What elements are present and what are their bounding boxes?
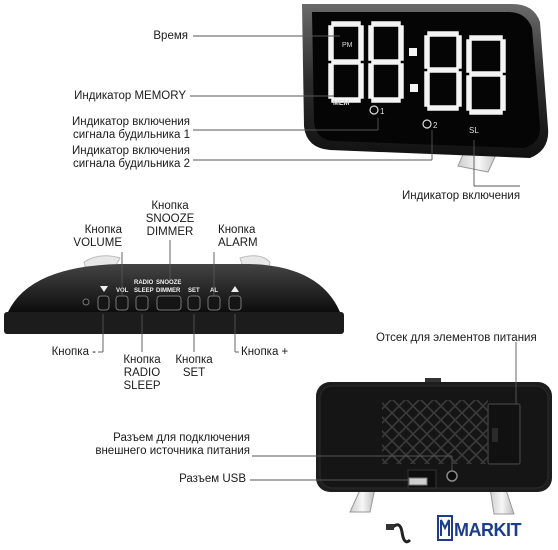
label-power-indicator: Индикатор включения [402,190,521,202]
panel-text-sleep: SLEEP [134,288,154,294]
panel-text-set: SET [188,288,200,294]
button-radio-sleep[interactable] [135,295,149,311]
panel-mic-hole [82,298,90,306]
button-snooze-dimmer[interactable] [156,295,182,311]
plus-triangle-icon [231,286,239,292]
sl-indicator: SL [469,126,479,135]
minus-triangle-icon [100,286,108,292]
label-alarm1: Индикатор включения сигнала будильника 1 [40,116,190,142]
label-minus: Кнопка - [51,346,96,358]
label-usb: Разъем USB [179,473,246,485]
panel-top-surface [8,264,340,312]
label-power-jack-line2: внешнего источника питания [95,445,250,457]
svg-text:1: 1 [380,107,385,116]
button-minus[interactable] [97,295,110,311]
label-snooze-line2: SNOOZE [145,213,195,225]
label-power-jack-line1: Разъем для подключения [113,432,250,444]
label-alarm-line1: Кнопка [218,224,256,236]
button-alarm[interactable] [207,295,221,311]
markit-logo: MARKIT [437,515,522,541]
label-battery: Отсек для элементов питания [376,332,537,344]
back-view [316,378,552,515]
power-jack [446,470,458,482]
panel-text-dimmer: DIMMER [156,288,181,294]
colon-bottom [410,84,418,92]
label-volume-line2: VOLUME [73,237,122,249]
label-alarm-line2: ALARM [218,237,258,249]
speaker-grill [382,400,488,464]
label-alarm: Кнопка ALARM [218,224,278,250]
back-top-button [425,378,441,384]
label-radio-line1: Кнопка [123,354,161,366]
label-snooze: Кнопка SNOOZE DIMMER [138,200,202,239]
colon-top [409,48,417,56]
panel-text-snooze: SNOOZE [156,280,181,286]
cable-icon [386,523,412,544]
label-set-line2: SET [182,367,206,379]
label-alarm1-line1: Индикатор включения [71,116,190,128]
label-snooze-line3: DIMMER [146,226,194,238]
digits-display [328,21,506,115]
button-set[interactable] [187,295,201,311]
button-plus[interactable] [228,295,242,311]
back-leader-lines [250,342,517,481]
front-clock: PM MEM 1 2 SL [302,4,549,173]
usb-port [408,477,428,486]
svg-text:2: 2 [433,121,438,130]
top-panel: VOL RADIO SLEEP SNOOZE DIMMER SET AL [4,255,344,334]
alarm1-icon: 1 [369,105,385,116]
panel-text-radio: RADIO [134,280,154,286]
label-time: Время [153,30,188,42]
panel-leader-lines [98,240,239,353]
label-volume: Кнопка VOLUME [62,224,122,250]
label-plus: Кнопка + [241,346,289,358]
label-power-jack: Разъем для подключения внешнего источник… [80,432,250,458]
markit-wordmark: MARKIT [454,520,521,540]
label-alarm1-line2: сигнала будильника 1 [73,129,190,141]
label-alarm2: Индикатор включения сигнала будильника 2 [40,145,190,171]
label-snooze-line1: Кнопка [151,200,189,212]
label-radio-line2: RADIO [123,367,161,379]
label-radio-sleep: Кнопка RADIO SLEEP [116,354,168,393]
label-radio-line3: SLEEP [123,380,161,392]
label-volume-line1: Кнопка [84,224,122,236]
battery-latch [492,428,498,442]
battery-compartment [487,403,521,465]
panel-front-edge [4,312,344,334]
pm-indicator: PM [342,42,353,49]
button-volume[interactable] [115,295,129,311]
label-alarm2-line1: Индикатор включения [71,145,190,157]
label-set-line1: Кнопка [175,354,213,366]
front-leader-lines [190,35,520,187]
alarm2-icon: 2 [422,119,438,130]
label-alarm2-line2: сигнала будильника 2 [73,158,190,170]
label-set: Кнопка SET [170,354,218,380]
mem-indicator: MEM [333,100,350,107]
label-memory: Индикатор MEMORY [74,90,186,102]
